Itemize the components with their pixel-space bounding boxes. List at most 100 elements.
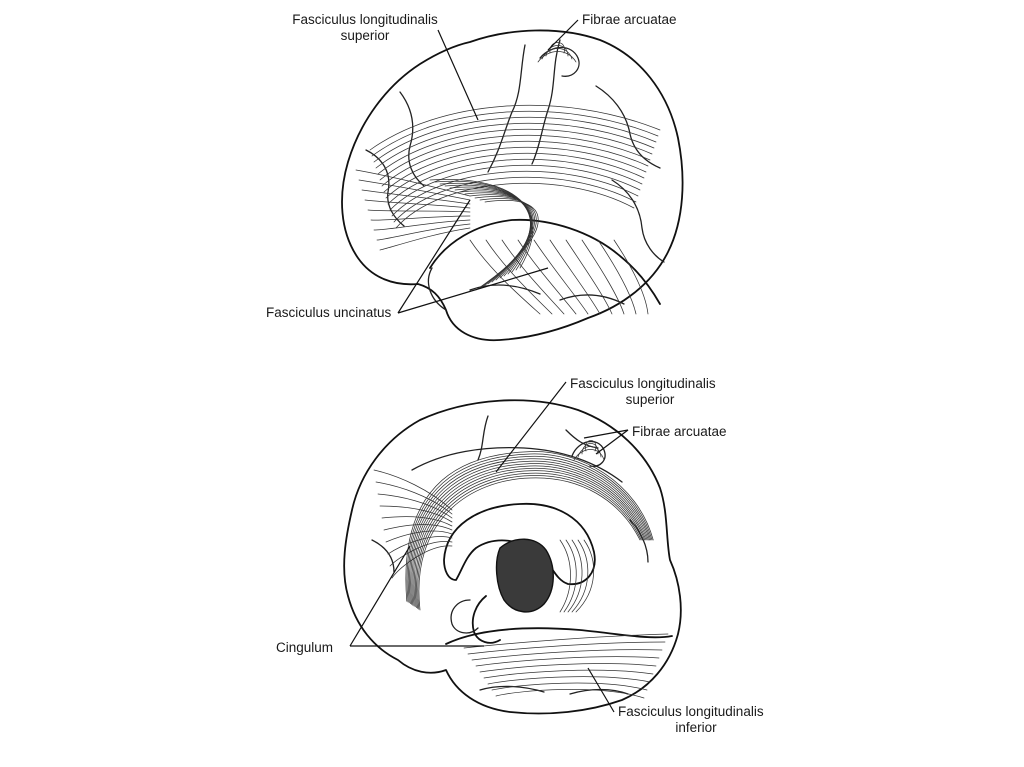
brain-bot-sulcus-4	[371, 539, 395, 573]
fiber-bot-thalamic	[563, 539, 577, 613]
brain-top-sulcus-6	[611, 179, 665, 263]
fiber-top-temporal	[533, 239, 589, 315]
leader-bot-fa-b	[595, 429, 629, 455]
fiber-top-temporal	[581, 239, 625, 315]
brain-bot-sulcus-5	[629, 519, 649, 563]
fiber-top-arcuate	[545, 45, 569, 57]
fiber-bot-cingulum	[417, 475, 642, 610]
brain-bot-sulcus-6	[479, 685, 545, 693]
fiber-bot-frontal	[379, 505, 453, 523]
fiber-bot-cingulum	[413, 468, 646, 608]
brain-bot-uncus	[450, 599, 479, 634]
leader-bot-fls	[495, 381, 567, 473]
fiber-top-fls	[383, 147, 647, 193]
fiber-top-frontal	[379, 227, 471, 251]
label-top-fibrae-arcuatae: Fibrae arcuatae	[582, 12, 677, 27]
brain-bot-sulcus-2	[477, 415, 489, 461]
fiber-top-fls	[381, 141, 649, 187]
fiber-top-fls	[377, 129, 653, 175]
fiber-bot-frontal	[391, 545, 453, 579]
fiber-bot-thalamic	[575, 539, 594, 613]
fiber-top-fls	[389, 164, 641, 211]
fiber-top-fls	[375, 123, 655, 169]
fiber-bot-fli	[475, 656, 660, 667]
brain-top-outline	[341, 29, 684, 342]
brain-top-sulcus-8	[559, 294, 625, 305]
fiber-bot-cingulum	[409, 458, 650, 604]
fiber-top-frontal	[358, 179, 471, 201]
fiber-bot-cingulum	[412, 465, 647, 607]
fiber-bot-fli	[491, 682, 648, 691]
fiber-bot-cingulum	[410, 460, 649, 605]
fiber-top-uncinate	[475, 200, 539, 291]
fiber-bot-frontal	[377, 493, 453, 519]
fiber-top-uncinate	[464, 192, 533, 283]
fiber-bot-thalamic	[567, 539, 583, 613]
fiber-top-arcuate	[541, 48, 573, 60]
brain-bot-arc-gyrus	[571, 440, 606, 467]
leader-bot-fli	[587, 667, 615, 713]
fiber-bot-thalamic	[571, 539, 589, 613]
label-line: superior	[340, 28, 390, 43]
leader-top-fa	[547, 19, 579, 51]
leader-top-fu-a	[397, 199, 471, 314]
label-line: superior	[625, 392, 675, 407]
brain-top-sulcus-3	[399, 91, 425, 187]
fiber-bot-fli	[463, 633, 669, 649]
brain-bot-fibers	[373, 440, 669, 699]
fiber-top-fls	[395, 182, 635, 229]
fiber-top-temporal	[597, 239, 637, 315]
fiber-bot-thalamic	[559, 539, 571, 613]
fiber-top-frontal	[367, 209, 471, 213]
label-line: Fasciculus longitudinalis	[618, 704, 764, 719]
fiber-bot-frontal	[375, 481, 453, 515]
label-bot-fibrae-arcuatae: Fibrae arcuatae	[632, 424, 727, 439]
fiber-top-fls	[379, 135, 651, 181]
label-bot-cingulum: Cingulum	[276, 640, 334, 655]
brain-top-postcentral-sulcus	[531, 39, 561, 165]
leader-top-fu-b	[397, 267, 549, 314]
label-top-fasciculus-longitudinalis-superior: Fasciculus longitudinalis superior	[280, 12, 450, 44]
fiber-top-frontal	[370, 215, 471, 221]
fiber-top-fls	[391, 170, 639, 217]
label-line: Fasciculus longitudinalis	[570, 376, 716, 391]
fiber-top-fls	[393, 176, 637, 223]
brain-top-central-sulcus	[487, 44, 526, 173]
fiber-bot-cingulum	[405, 451, 654, 602]
brain-bot-outline	[343, 399, 682, 715]
brain-top-sulcus-7	[469, 284, 541, 295]
brain-medial-view	[343, 381, 682, 715]
fiber-top-arcuate	[537, 51, 577, 63]
fiber-bot-fli	[479, 663, 657, 673]
leader-bot-cing-a	[349, 545, 411, 647]
fiber-top-frontal	[364, 199, 471, 209]
fiber-bot-fli	[471, 649, 663, 661]
fiber-bot-cingulum	[416, 472, 643, 609]
fiber-top-fls	[387, 158, 643, 205]
label-line: inferior	[675, 720, 717, 735]
fiber-bot-arcuate	[581, 443, 599, 455]
fiber-bot-fli	[487, 676, 651, 685]
fiber-bot-fli	[483, 669, 654, 679]
fiber-top-fls	[373, 117, 657, 163]
fiber-bot-frontal	[389, 541, 453, 567]
fiber-top-fls	[369, 105, 661, 151]
brain-bot-thalamus	[495, 538, 554, 613]
brain-top-fibers	[355, 42, 661, 315]
fiber-bot-cingulum	[418, 477, 641, 611]
brain-top-sulcus-5	[595, 85, 661, 169]
fiber-top-frontal	[355, 169, 471, 197]
label-top-fasciculus-uncinatus: Fasciculus uncinatus	[266, 305, 392, 320]
fiber-top-temporal	[565, 239, 613, 315]
fiber-bot-arcuate	[577, 446, 602, 458]
fiber-bot-frontal	[383, 524, 453, 531]
brain-bot-temporal-contour	[445, 627, 673, 645]
fiber-bot-cingulum	[411, 463, 648, 606]
fiber-top-temporal	[549, 239, 601, 315]
fiber-bot-cingulum	[406, 453, 653, 603]
fiber-bot-frontal	[373, 469, 453, 511]
leader-bot-fa-a	[583, 429, 629, 439]
fiber-bot-frontal	[381, 516, 453, 527]
